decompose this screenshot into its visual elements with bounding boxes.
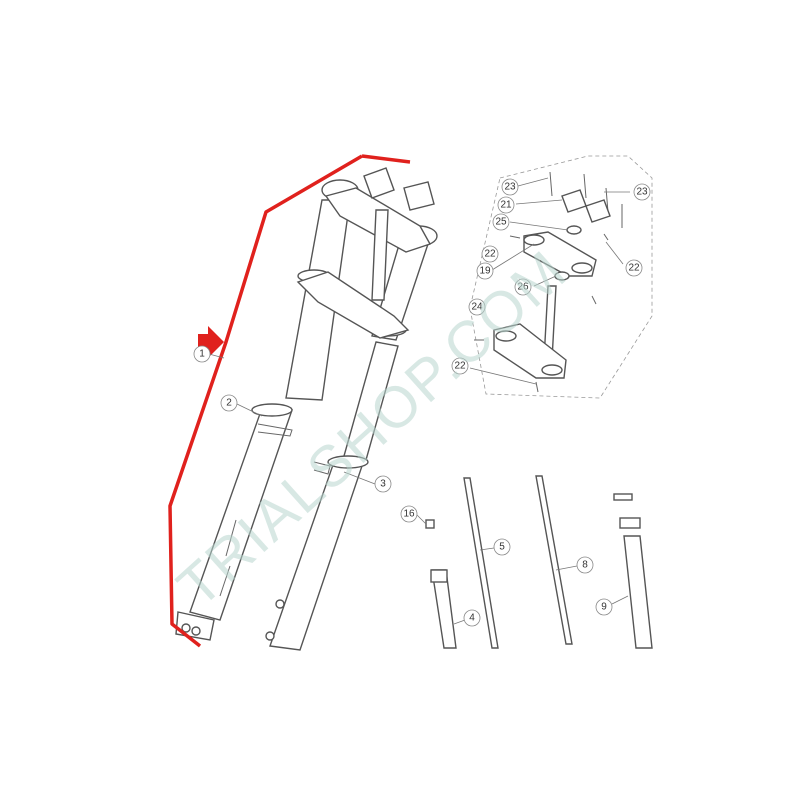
clamp-bore [571, 262, 593, 274]
callout-23b: 23 [633, 183, 651, 201]
part-9-tube [623, 535, 653, 649]
callout-9: 9 [595, 598, 613, 616]
callout-22a: 22 [481, 245, 499, 263]
part-16-fastener [425, 519, 435, 529]
callout-8-label: 8 [582, 560, 588, 571]
callout-3: 3 [374, 475, 392, 493]
inset-boundary [469, 155, 653, 399]
highlight-outline [168, 154, 411, 648]
callout-23a: 23 [501, 178, 519, 196]
part-9-seal [613, 493, 633, 501]
callout-22c-label: 22 [454, 361, 466, 372]
callout-24: 24 [468, 298, 486, 316]
left-fork-ring [251, 403, 293, 417]
leader-lines [208, 177, 630, 625]
bolt [583, 173, 587, 199]
part-4-cap [430, 569, 448, 583]
handlebar-clamp-right [403, 181, 435, 211]
callout-1-label: 1 [199, 349, 205, 360]
steering-bearing [554, 271, 570, 281]
callout-16-label: 16 [403, 509, 415, 520]
callout-26: 26 [514, 278, 532, 296]
clamp-bore [523, 234, 545, 246]
callout-4-label: 4 [469, 613, 475, 624]
leg-bolt [275, 599, 285, 609]
right-fork-ring [327, 455, 369, 469]
leg-marking [219, 565, 231, 597]
callout-25-label: 25 [495, 217, 507, 228]
clamp-bore [541, 364, 563, 376]
axle-bolt [191, 626, 201, 636]
callout-8: 8 [576, 556, 594, 574]
brake-bracket [313, 461, 331, 475]
axle-bolt [181, 623, 191, 633]
callout-5: 5 [493, 538, 511, 556]
clamp-bore [495, 330, 517, 342]
handlebar-clamp [561, 189, 587, 213]
callout-4: 4 [463, 609, 481, 627]
callout-9-label: 9 [601, 602, 607, 613]
callout-2-label: 2 [226, 398, 232, 409]
pinch-bolt [591, 295, 597, 305]
steering-stem [371, 209, 389, 301]
callout-3-label: 3 [380, 479, 386, 490]
part-9-bushing [619, 517, 641, 529]
callout-21-label: 21 [500, 200, 512, 211]
part-8-rod [535, 475, 573, 645]
bolt [549, 171, 553, 197]
callout-22a-label: 22 [484, 249, 496, 260]
handlebar-clamp-left [363, 167, 395, 199]
callout-19-label: 19 [479, 266, 491, 277]
callout-25: 25 [492, 213, 510, 231]
callout-21: 21 [497, 196, 515, 214]
lower-triple-clamp[interactable] [296, 271, 410, 339]
handlebar-clamp [585, 199, 611, 223]
pinch-bolt [535, 381, 539, 393]
callout-23a-label: 23 [504, 182, 516, 193]
leg-marking [225, 519, 237, 557]
callout-1: 1 [193, 345, 211, 363]
pinch-bolt [603, 233, 609, 241]
callout-19: 19 [476, 262, 494, 280]
exploded-view[interactable] [474, 171, 623, 393]
callout-22c: 22 [451, 357, 469, 375]
callout-24-label: 24 [471, 302, 483, 313]
callout-16: 16 [400, 505, 418, 523]
callout-2: 2 [220, 394, 238, 412]
callout-26-label: 26 [517, 282, 529, 293]
pinch-bolt [509, 235, 521, 239]
separate-parts[interactable] [425, 475, 653, 649]
brake-bracket [257, 423, 293, 437]
callout-22b: 22 [625, 259, 643, 277]
callout-5-label: 5 [499, 542, 505, 553]
callout-22b-label: 22 [628, 263, 640, 274]
leg-bolt [265, 631, 275, 641]
stem-nut [566, 225, 582, 235]
part-5-rod [463, 477, 499, 649]
callout-23b-label: 23 [636, 187, 648, 198]
